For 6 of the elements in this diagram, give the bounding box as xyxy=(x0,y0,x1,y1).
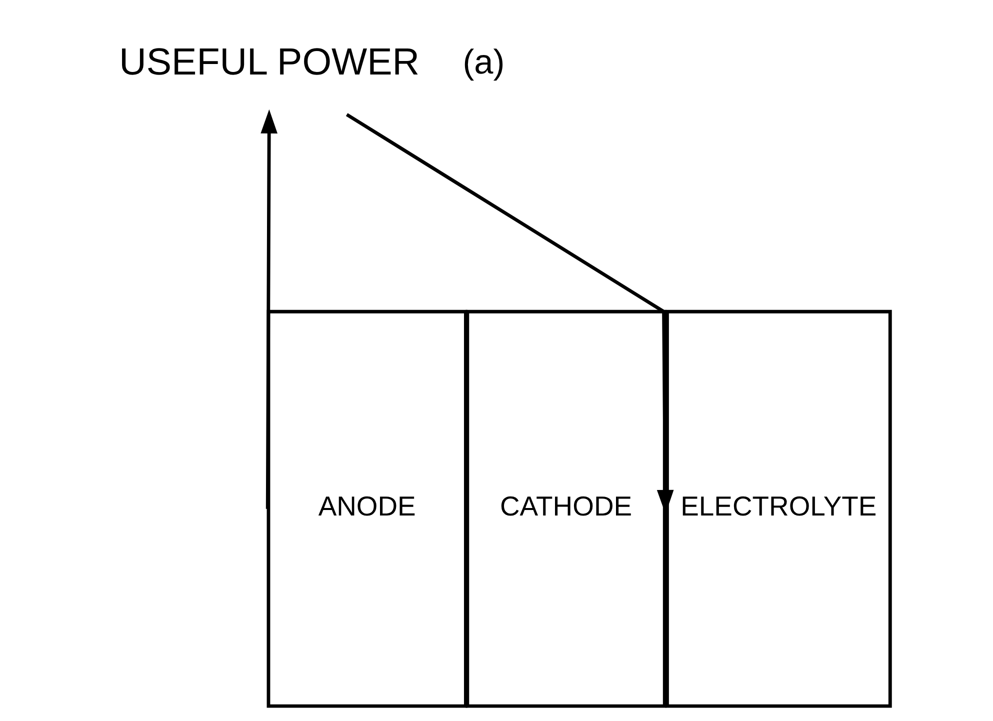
node-text: USEFUL POWER xyxy=(118,40,420,82)
label: (a) xyxy=(462,43,504,82)
node-box: ELECTROLYTE xyxy=(665,310,892,708)
arrow xyxy=(260,109,277,509)
node-box: CATHODE xyxy=(465,310,666,708)
node-box: ANODE xyxy=(266,310,467,708)
